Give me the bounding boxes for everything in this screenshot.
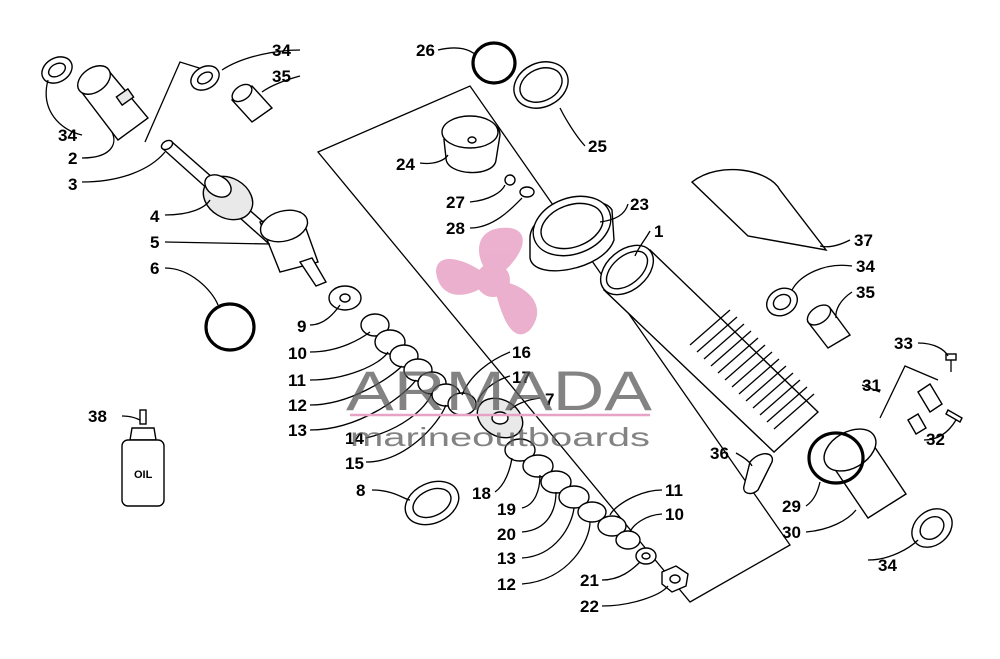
valve-28: [519, 186, 535, 198]
callout-13-right: 13: [497, 549, 516, 568]
o-ring-26: [471, 41, 517, 85]
callout-29: 29: [782, 497, 801, 516]
callout-38: 38: [88, 407, 107, 426]
callout-19: 19: [497, 500, 516, 519]
callout-6: 6: [150, 259, 159, 278]
callout-17: 17: [512, 368, 531, 387]
shock-body-1: [599, 244, 820, 453]
callout-labels: 34 2 3 4 5 6 9 10 11 12 13 14 15 8 16 17…: [58, 41, 945, 616]
callout-15: 15: [345, 454, 364, 473]
callout-34-top-left: 34: [58, 126, 77, 145]
seal-25: [513, 61, 569, 109]
callout-31: 31: [862, 376, 881, 395]
callout-27: 27: [446, 193, 465, 212]
callout-10-right: 10: [665, 505, 684, 524]
callout-35-top: 35: [272, 67, 291, 86]
callout-35-right: 35: [856, 283, 875, 302]
callout-37: 37: [854, 231, 873, 250]
callout-33: 33: [894, 334, 913, 353]
fitting-31: [907, 383, 943, 435]
callout-34-right-top: 34: [856, 257, 875, 276]
callout-9: 9: [297, 317, 306, 336]
callout-2: 2: [68, 149, 77, 168]
hose-36: [743, 453, 774, 495]
bushing-34-right-top: [765, 287, 799, 317]
spring-coils: [689, 309, 815, 430]
callout-7: 7: [545, 390, 554, 409]
floating-piston-24: [441, 115, 501, 174]
screw-33: [945, 353, 957, 372]
callout-20: 20: [497, 525, 516, 544]
bushing-34-mid: [190, 65, 220, 91]
reservoir-cap-23: [529, 195, 615, 272]
callout-21: 21: [580, 571, 599, 590]
sleeve-35-right: [806, 304, 852, 349]
leader-lines: [45, 47, 957, 607]
callout-12-right: 12: [497, 575, 516, 594]
callout-14: 14: [345, 429, 364, 448]
callout-12-left: 12: [288, 396, 307, 415]
ball-27: [504, 174, 516, 186]
callout-22: 22: [580, 597, 599, 616]
valve-stack-lower: [504, 438, 657, 565]
callout-25: 25: [588, 137, 607, 156]
o-ring-6: [204, 302, 256, 352]
cover-37: [690, 168, 828, 252]
callout-32: 32: [926, 430, 945, 449]
callout-1: 1: [654, 222, 663, 241]
pin-32: [945, 409, 963, 423]
nut-22: [661, 565, 689, 593]
oil-bottle-38: OIL: [121, 409, 165, 507]
callout-28: 28: [446, 219, 465, 238]
oil-label: OIL: [134, 469, 153, 481]
callout-11-right: 11: [665, 481, 683, 500]
callout-34-top-mid: 34: [272, 41, 291, 60]
shaft-eye-5: [259, 209, 328, 287]
propeller-hub: [476, 263, 510, 297]
callout-26: 26: [416, 41, 435, 60]
o-ring-29: [807, 431, 865, 485]
callout-3: 3: [68, 175, 77, 194]
callout-16: 16: [512, 343, 531, 362]
watermark-brand: ARMADA: [346, 359, 653, 422]
callout-11-left: 11: [288, 371, 306, 390]
callout-24: 24: [396, 155, 415, 174]
eye-sleeve-2: [77, 65, 150, 141]
callout-23: 23: [630, 195, 649, 214]
callout-8: 8: [356, 481, 365, 500]
armada-watermark: ARMADA marineoutboards: [346, 227, 653, 452]
wear-band-8: [404, 480, 460, 526]
callout-18: 18: [472, 484, 491, 503]
callout-10-left: 10: [288, 344, 307, 363]
propeller-logo: [436, 227, 538, 335]
callout-30: 30: [782, 523, 801, 542]
piston-assembly-outline: [316, 85, 791, 603]
bumper-4: [202, 174, 254, 221]
callout-13-left: 13: [288, 421, 307, 440]
bushing-34-right-bottom: [911, 508, 953, 548]
valve-stack-upper: [328, 285, 477, 416]
callout-4: 4: [150, 207, 160, 226]
sleeve-35-top: [230, 83, 274, 123]
watermark-tagline: marineoutboards: [350, 422, 650, 452]
callout-36: 36: [710, 444, 729, 463]
fitting-assembly-outline: [879, 365, 939, 419]
propeller-blade-right: [493, 280, 538, 335]
callout-5: 5: [150, 233, 159, 252]
bushing-34-top: [41, 56, 73, 84]
callout-34-right-bottom: 34: [878, 556, 897, 575]
